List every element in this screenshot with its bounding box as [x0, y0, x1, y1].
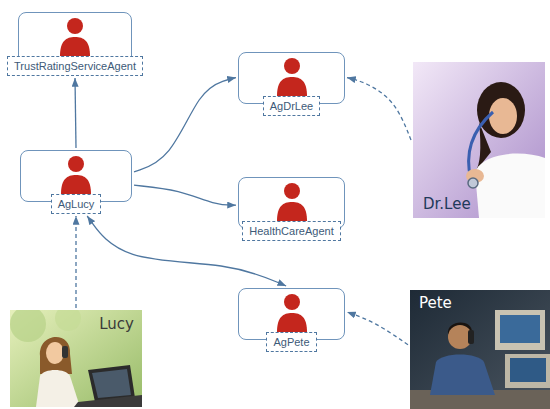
agent-icon: [58, 154, 94, 194]
doctor-photo: [413, 62, 545, 218]
person-node: Dr.Lee: [413, 62, 545, 218]
icon-body: [61, 175, 91, 194]
agent-label: AgDrLee: [263, 96, 320, 116]
agent-label: AgPete: [266, 332, 316, 352]
icon-head: [67, 18, 83, 34]
agent-label: AgLucy: [51, 194, 102, 214]
icon-body: [277, 202, 307, 221]
user-link: [347, 312, 408, 345]
person-name: Pete: [419, 294, 452, 312]
person-node: Lucy: [10, 310, 142, 407]
person-name: Lucy: [99, 315, 134, 333]
agent-label: HealthCareAgent: [242, 221, 340, 241]
icon-body: [277, 313, 307, 332]
icon-body: [60, 37, 90, 56]
agent-link: [75, 78, 76, 148]
icon-head: [284, 58, 300, 74]
agent-icon: [274, 292, 310, 332]
agent-label: TrustRatingServiceAgent: [7, 56, 143, 76]
icon-head: [284, 183, 300, 199]
person-node: Pete: [410, 290, 550, 409]
agent-node: HealthCareAgent: [238, 177, 345, 241]
agent-node: AgDrLee: [238, 52, 345, 116]
user-link: [75, 216, 76, 308]
person-name: Dr.Lee: [423, 195, 471, 213]
agent-icon: [274, 181, 310, 221]
agent-node: TrustRatingServiceAgent: [18, 12, 132, 76]
agent-node: AgLucy: [20, 150, 132, 214]
agent-node: AgPete: [238, 288, 345, 352]
agent-icon: [274, 56, 310, 96]
agent-link: [134, 78, 236, 172]
agent-link: [134, 185, 236, 205]
icon-head: [284, 294, 300, 310]
icon-body: [277, 77, 307, 96]
icon-head: [68, 156, 84, 172]
user-link: [347, 78, 411, 140]
agent-icon: [57, 16, 93, 56]
